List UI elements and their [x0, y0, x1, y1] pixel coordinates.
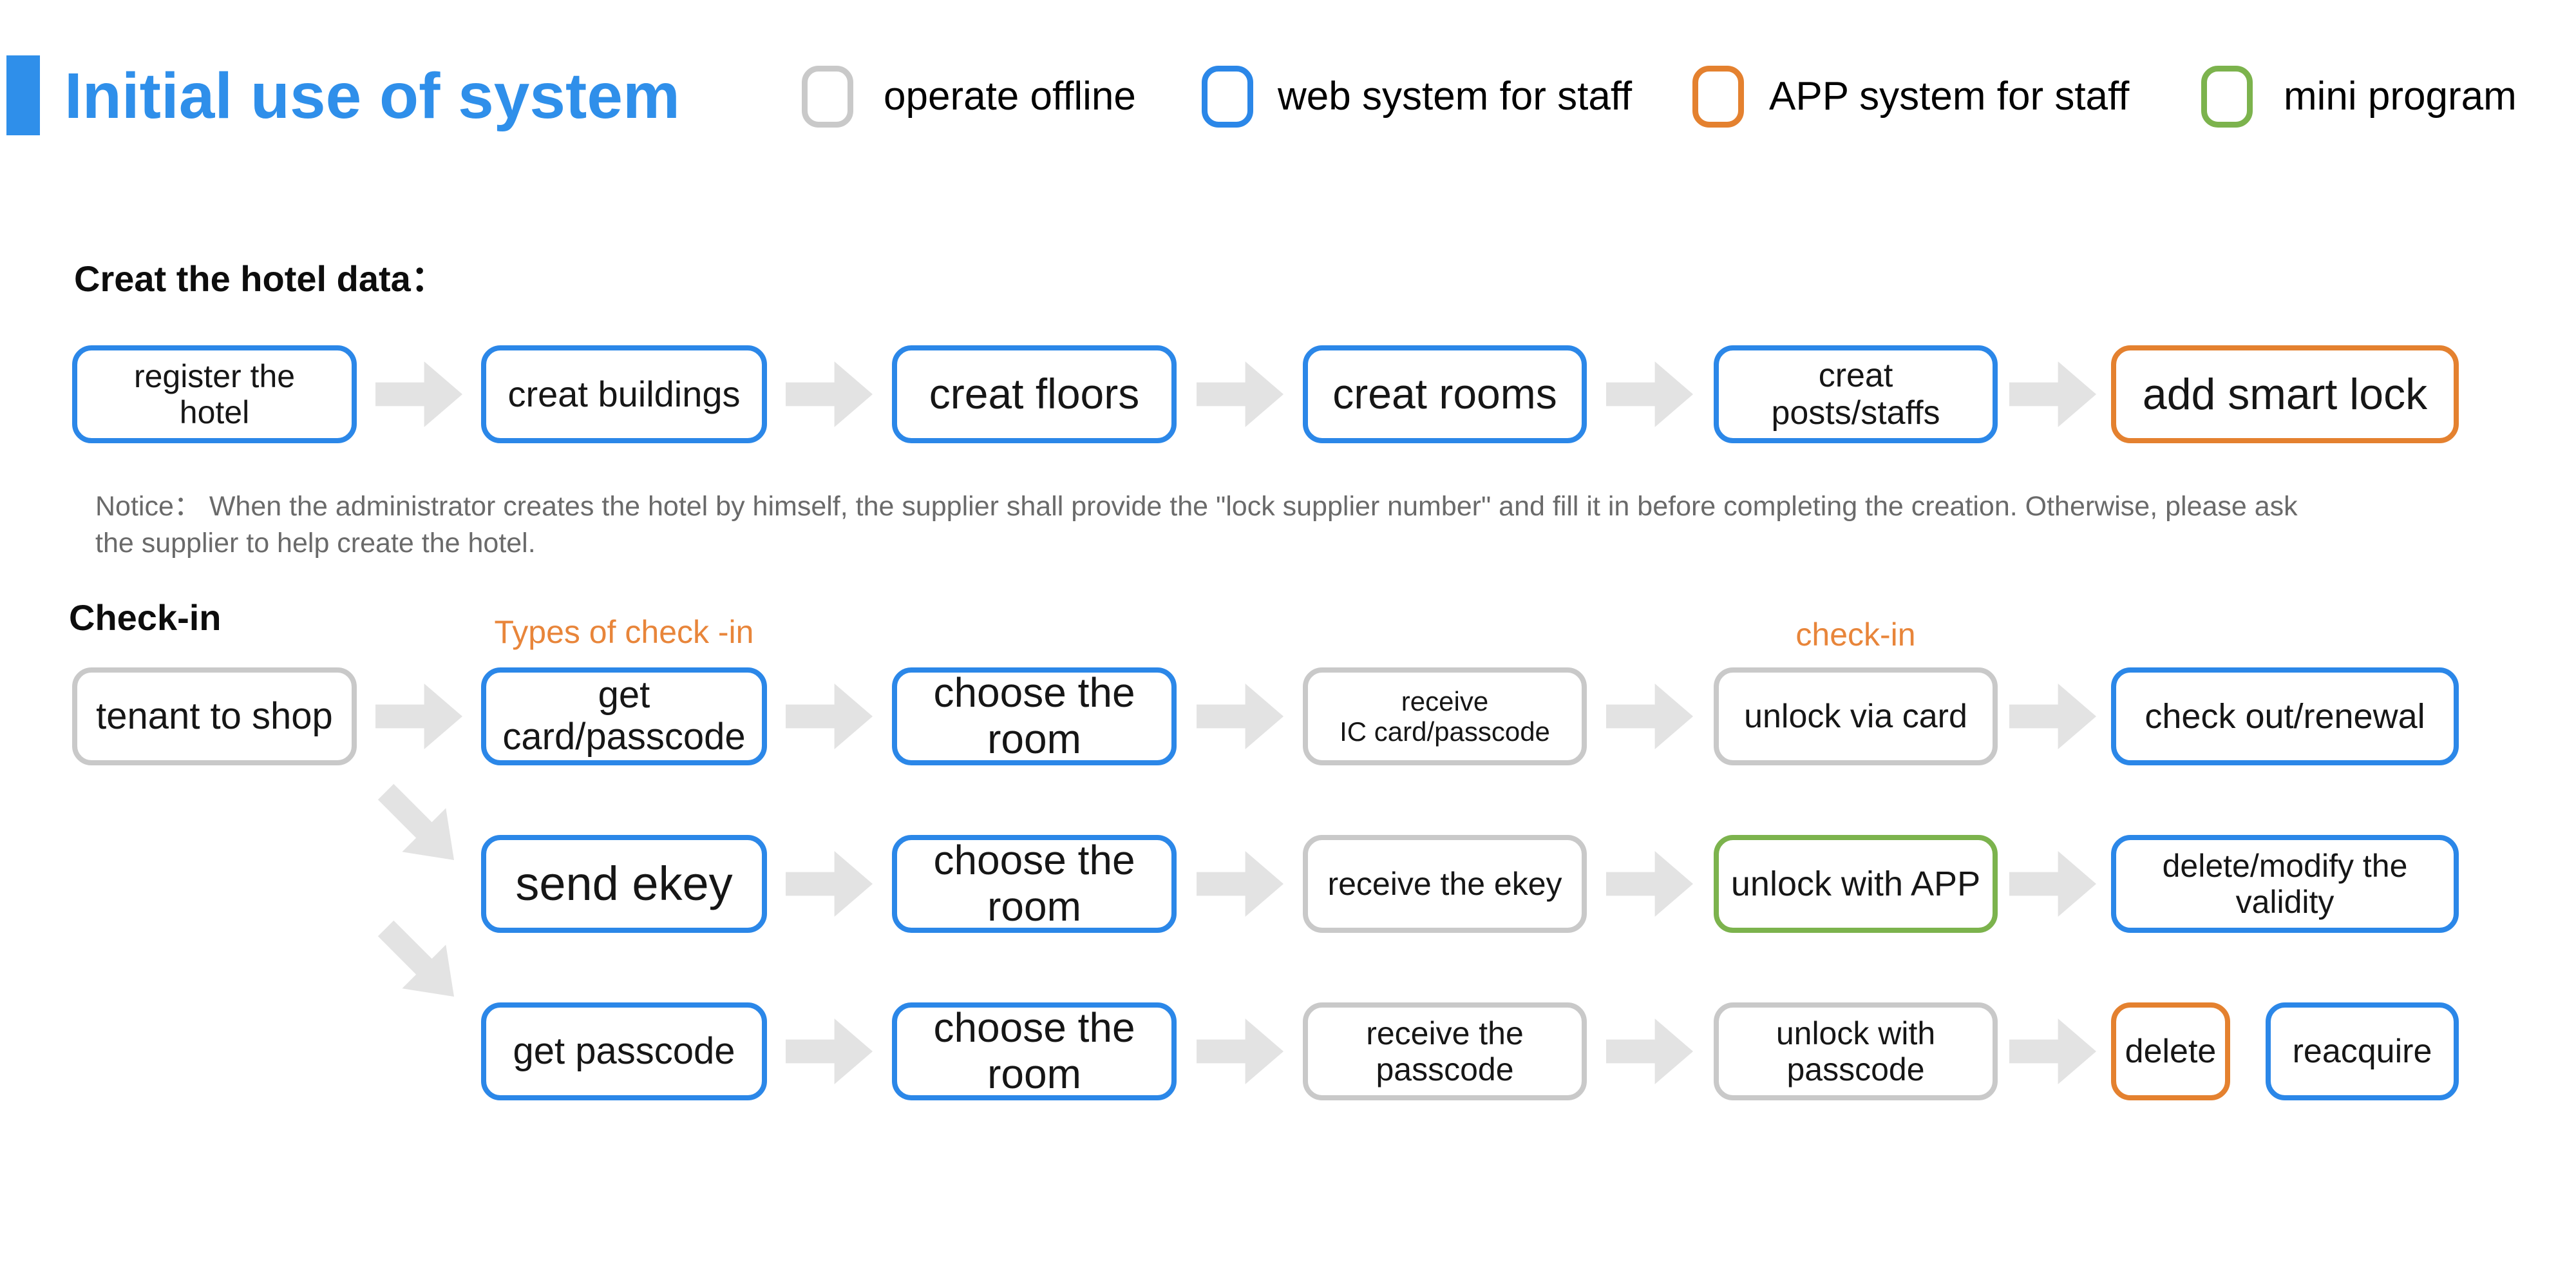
legend-label-operate-offline: operate offline [884, 74, 1136, 119]
arrow-right-icon [1606, 1019, 1693, 1084]
node-receive-ic-card-passcode: receive IC card/passcode [1303, 667, 1587, 765]
legend-swatch-mini-program-icon [2201, 66, 2253, 128]
types-of-check-in-label: Types of check -in [494, 614, 754, 650]
node-creat-posts-staffs: creat posts/staffs [1714, 345, 1998, 443]
node-reacquire: reacquire [2266, 1002, 2459, 1100]
arrow-right-icon [375, 684, 462, 749]
arrow-right-icon [1606, 684, 1693, 749]
page-title: Initial use of system [64, 60, 680, 132]
node-receive-the-ekey: receive the ekey [1303, 835, 1587, 933]
node-creat-rooms: creat rooms [1303, 345, 1587, 443]
arrow-right-icon [1197, 684, 1283, 749]
legend-label-app-system: APP system for staff [1769, 74, 2130, 119]
node-unlock-with-passcode: unlock with passcode [1714, 1002, 1998, 1100]
node-delete-modify-validity: delete/modify the validity [2111, 835, 2459, 933]
arrow-right-icon [1197, 361, 1283, 427]
arrow-right-icon [2009, 684, 2096, 749]
node-add-smart-lock: add smart lock [2111, 345, 2459, 443]
node-register-the-hotel: register the hotel [72, 345, 357, 443]
arrow-right-icon [1197, 851, 1283, 917]
node-unlock-with-app: unlock with APP [1714, 835, 1998, 933]
arrow-right-icon [786, 851, 873, 917]
node-creat-floors: creat floors [892, 345, 1177, 443]
arrow-diagonal-icon [364, 906, 476, 1019]
section-heading-hotel-data: Creat the hotel data： [74, 258, 447, 299]
legend-label-mini-program: mini program [2284, 74, 2517, 119]
node-delete: delete [2111, 1002, 2230, 1100]
node-choose-the-room-3: choose the room [892, 1002, 1177, 1100]
legend-swatch-web-system-icon [1202, 66, 1253, 128]
arrow-right-icon [2009, 361, 2096, 427]
notice-line-1: Notice： When the administrator creates t… [95, 491, 2298, 522]
node-choose-the-room-1: choose the room [892, 667, 1177, 765]
legend-swatch-operate-offline-icon [802, 66, 853, 128]
arrow-right-icon [786, 1019, 873, 1084]
section-heading-check-in: Check-in [69, 597, 222, 638]
node-check-out-renewal: check out/renewal [2111, 667, 2459, 765]
arrow-right-icon [786, 361, 873, 427]
legend-label-web-system: web system for staff [1278, 74, 1633, 119]
node-unlock-via-card: unlock via card [1714, 667, 1998, 765]
node-send-ekey: send ekey [481, 835, 767, 933]
notice-line-2: the supplier to help create the hotel. [95, 528, 536, 559]
arrow-right-icon [786, 684, 873, 749]
arrow-right-icon [375, 361, 462, 427]
node-receive-the-passcode: receive the passcode [1303, 1002, 1587, 1100]
arrow-right-icon [1606, 851, 1693, 917]
arrow-right-icon [2009, 851, 2096, 917]
arrow-right-icon [1197, 1019, 1283, 1084]
check-in-label: check-in [1795, 617, 1916, 653]
legend-swatch-app-system-icon [1692, 66, 1744, 128]
node-tenant-to-shop: tenant to shop [72, 667, 357, 765]
title-accent-bar [6, 55, 40, 135]
arrow-diagonal-icon [364, 770, 476, 882]
arrow-right-icon [1606, 361, 1693, 427]
notice-text: Notice： When the administrator creates t… [95, 488, 2298, 562]
node-get-passcode: get passcode [481, 1002, 767, 1100]
arrow-right-icon [2009, 1019, 2096, 1084]
node-creat-buildings: creat buildings [481, 345, 767, 443]
node-get-card-passcode: get card/passcode [481, 667, 767, 765]
node-choose-the-room-2: choose the room [892, 835, 1177, 933]
